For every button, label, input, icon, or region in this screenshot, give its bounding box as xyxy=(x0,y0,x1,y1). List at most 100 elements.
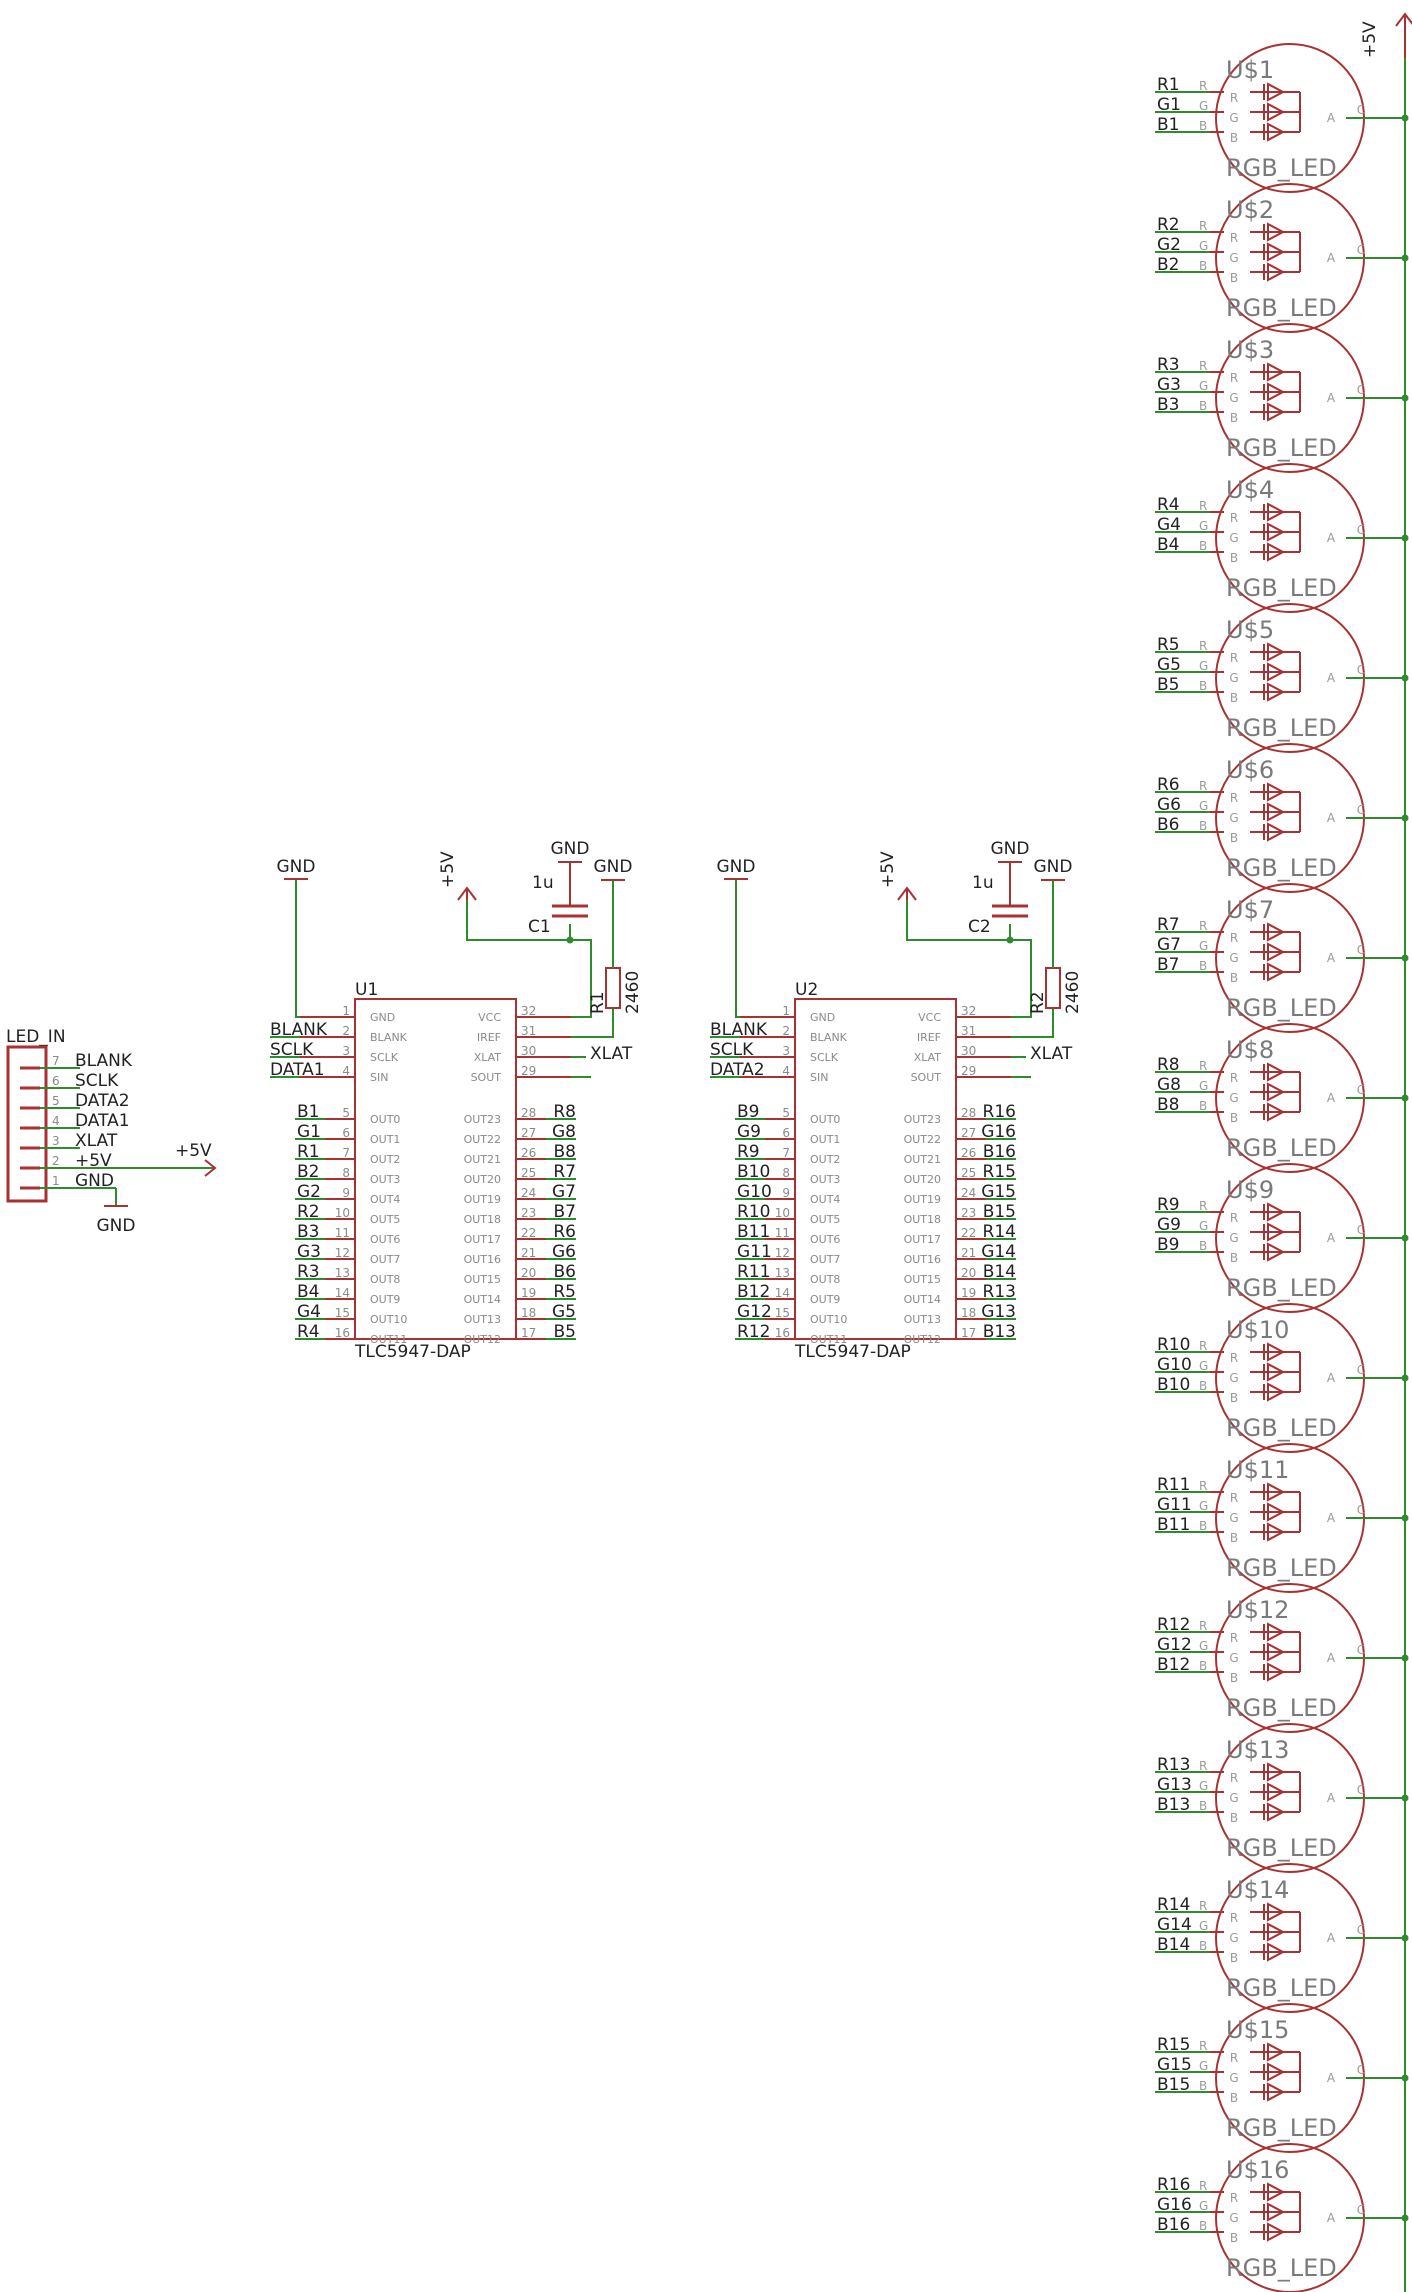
led-net-label: B16 xyxy=(1157,2215,1190,2235)
output-net-label: G7 xyxy=(552,1182,576,1202)
led-pin-common: C xyxy=(1357,1643,1365,1657)
ic-pin-number: 6 xyxy=(782,1126,790,1140)
led-pin-inner: B xyxy=(1230,2091,1238,2105)
ic-pin-name: GND xyxy=(370,1011,395,1024)
led-pin-inner: R xyxy=(1230,91,1238,105)
led-pin-anode: A xyxy=(1327,951,1336,965)
led-net-label: B9 xyxy=(1157,1235,1179,1255)
led-pin-inner: B xyxy=(1230,271,1238,285)
led-net-label: B13 xyxy=(1157,1795,1190,1815)
output-net-label: G3 xyxy=(297,1242,321,1262)
ic-pin-name: OUT5 xyxy=(810,1213,840,1226)
ic-pin-name: XLAT xyxy=(914,1051,942,1064)
wire xyxy=(295,879,300,1018)
ic-pin-name: OUT9 xyxy=(370,1293,400,1306)
led-net-label: B7 xyxy=(1157,955,1179,975)
ic-pin-number: 28 xyxy=(961,1106,976,1120)
ic-pin-number: 8 xyxy=(342,1166,350,1180)
led-part-name: RGB_LED xyxy=(1226,994,1337,1022)
junction-dot xyxy=(1401,1234,1409,1242)
output-net-label: B16 xyxy=(983,1142,1016,1162)
ic-pin-number: 9 xyxy=(782,1186,790,1200)
led-net-label: B6 xyxy=(1157,815,1179,835)
xlat-net-label: XLAT xyxy=(1030,1044,1073,1064)
ic-pin-number: 28 xyxy=(521,1106,536,1120)
connector-pin-label: DATA2 xyxy=(75,1091,130,1111)
ic-pin-number: 4 xyxy=(342,1064,350,1078)
ic-pin-name: OUT6 xyxy=(810,1233,840,1246)
xlat-net-label: XLAT xyxy=(590,1044,633,1064)
led-net-label: B8 xyxy=(1157,1095,1179,1115)
ic-part-name: TLC5947-DAP xyxy=(794,1342,911,1362)
led-pin-common: C xyxy=(1357,1083,1365,1097)
ic-pin-number: 1 xyxy=(342,1004,350,1018)
led-pin-anode: A xyxy=(1327,1371,1336,1385)
led-part-name: RGB_LED xyxy=(1226,1554,1337,1582)
connector-pin-number: 5 xyxy=(52,1094,60,1108)
ic-pin-name: OUT19 xyxy=(464,1193,501,1206)
led-net-label: G5 xyxy=(1157,655,1181,675)
led-pin-anode: A xyxy=(1327,1091,1336,1105)
led-pin-anode: A xyxy=(1327,671,1336,685)
ic-pin-number: 14 xyxy=(775,1286,790,1300)
led-pin-anode: A xyxy=(1327,251,1336,265)
output-net-label: G16 xyxy=(981,1122,1016,1142)
led-net-label: R10 xyxy=(1157,1335,1190,1355)
led-pin-outer: R xyxy=(1199,1479,1207,1493)
ic-pin-name: OUT15 xyxy=(464,1273,501,1286)
led-refdes: U$14 xyxy=(1226,1876,1289,1904)
ic-pin-name: OUT16 xyxy=(464,1253,501,1266)
ic-pin-number: 7 xyxy=(342,1146,350,1160)
led-pin-common: C xyxy=(1357,663,1365,677)
led-pin-outer: B xyxy=(1199,1939,1207,1953)
led-pin-inner: R xyxy=(1230,1071,1238,1085)
output-net-label: R9 xyxy=(737,1142,760,1162)
ic-pin-name: OUT19 xyxy=(904,1193,941,1206)
led-pin-outer: G xyxy=(1199,1219,1208,1233)
ic-pin-name: VCC xyxy=(918,1011,941,1024)
led-part-name: RGB_LED xyxy=(1226,574,1337,602)
ground-label: GND xyxy=(97,1216,136,1236)
led-net-label: R14 xyxy=(1157,1895,1190,1915)
output-net-label: R4 xyxy=(297,1322,320,1342)
connector-pin-number: 1 xyxy=(52,1174,60,1188)
led-net-label: G7 xyxy=(1157,935,1181,955)
led-net-label: G4 xyxy=(1157,515,1181,535)
led-refdes: U$16 xyxy=(1226,2156,1289,2184)
led-pin-common: C xyxy=(1357,243,1365,257)
led-pin-common: C xyxy=(1357,2203,1365,2217)
junction-dot xyxy=(1401,954,1409,962)
ic-pin-name: OUT4 xyxy=(370,1193,400,1206)
led-part-name: RGB_LED xyxy=(1226,1834,1337,1862)
junction-dot xyxy=(1401,1374,1409,1382)
ic-pin-number: 21 xyxy=(521,1246,536,1260)
led-pin-inner: B xyxy=(1230,551,1238,565)
led-pin-inner: G xyxy=(1229,2071,1238,2085)
output-net-label: R16 xyxy=(983,1102,1016,1122)
ic-pin-name: OUT8 xyxy=(370,1273,400,1286)
led-net-label: B15 xyxy=(1157,2075,1190,2095)
ic-pin-name: OUT18 xyxy=(464,1213,501,1226)
output-net-label: B7 xyxy=(554,1202,576,1222)
led-pin-inner: G xyxy=(1229,1651,1238,1665)
resistor-value: 2460 xyxy=(1063,971,1083,1014)
ic-pin-number: 20 xyxy=(961,1266,976,1280)
led-net-label: G2 xyxy=(1157,235,1181,255)
led-net-label: G15 xyxy=(1157,2055,1192,2075)
led-pin-outer: R xyxy=(1199,2039,1207,2053)
led-pin-inner: B xyxy=(1230,411,1238,425)
ctrl-net-label: DATA2 xyxy=(710,1060,765,1080)
led-pin-inner: G xyxy=(1229,811,1238,825)
output-net-label: G8 xyxy=(552,1122,576,1142)
ic-pin-number: 11 xyxy=(775,1226,790,1240)
led-pin-outer: G xyxy=(1199,939,1208,953)
ic-pin-name: OUT17 xyxy=(904,1233,941,1246)
ic-pin-number: 26 xyxy=(521,1146,536,1160)
